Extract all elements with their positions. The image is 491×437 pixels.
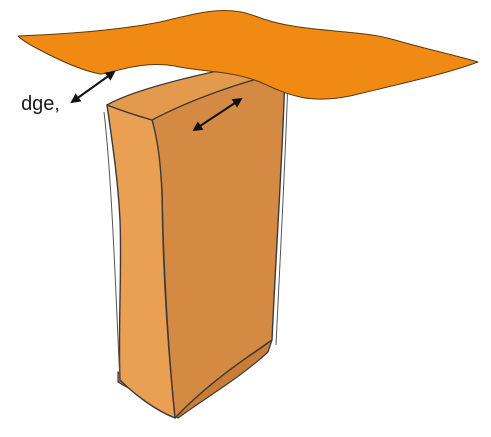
block-sketch-line (103, 111, 121, 383)
block-sketch-line (275, 77, 289, 346)
block-side-face (106, 104, 176, 419)
double-arrow-left (70, 70, 116, 104)
double-arrow-right (192, 97, 243, 132)
edge-label: dge, (21, 93, 60, 115)
